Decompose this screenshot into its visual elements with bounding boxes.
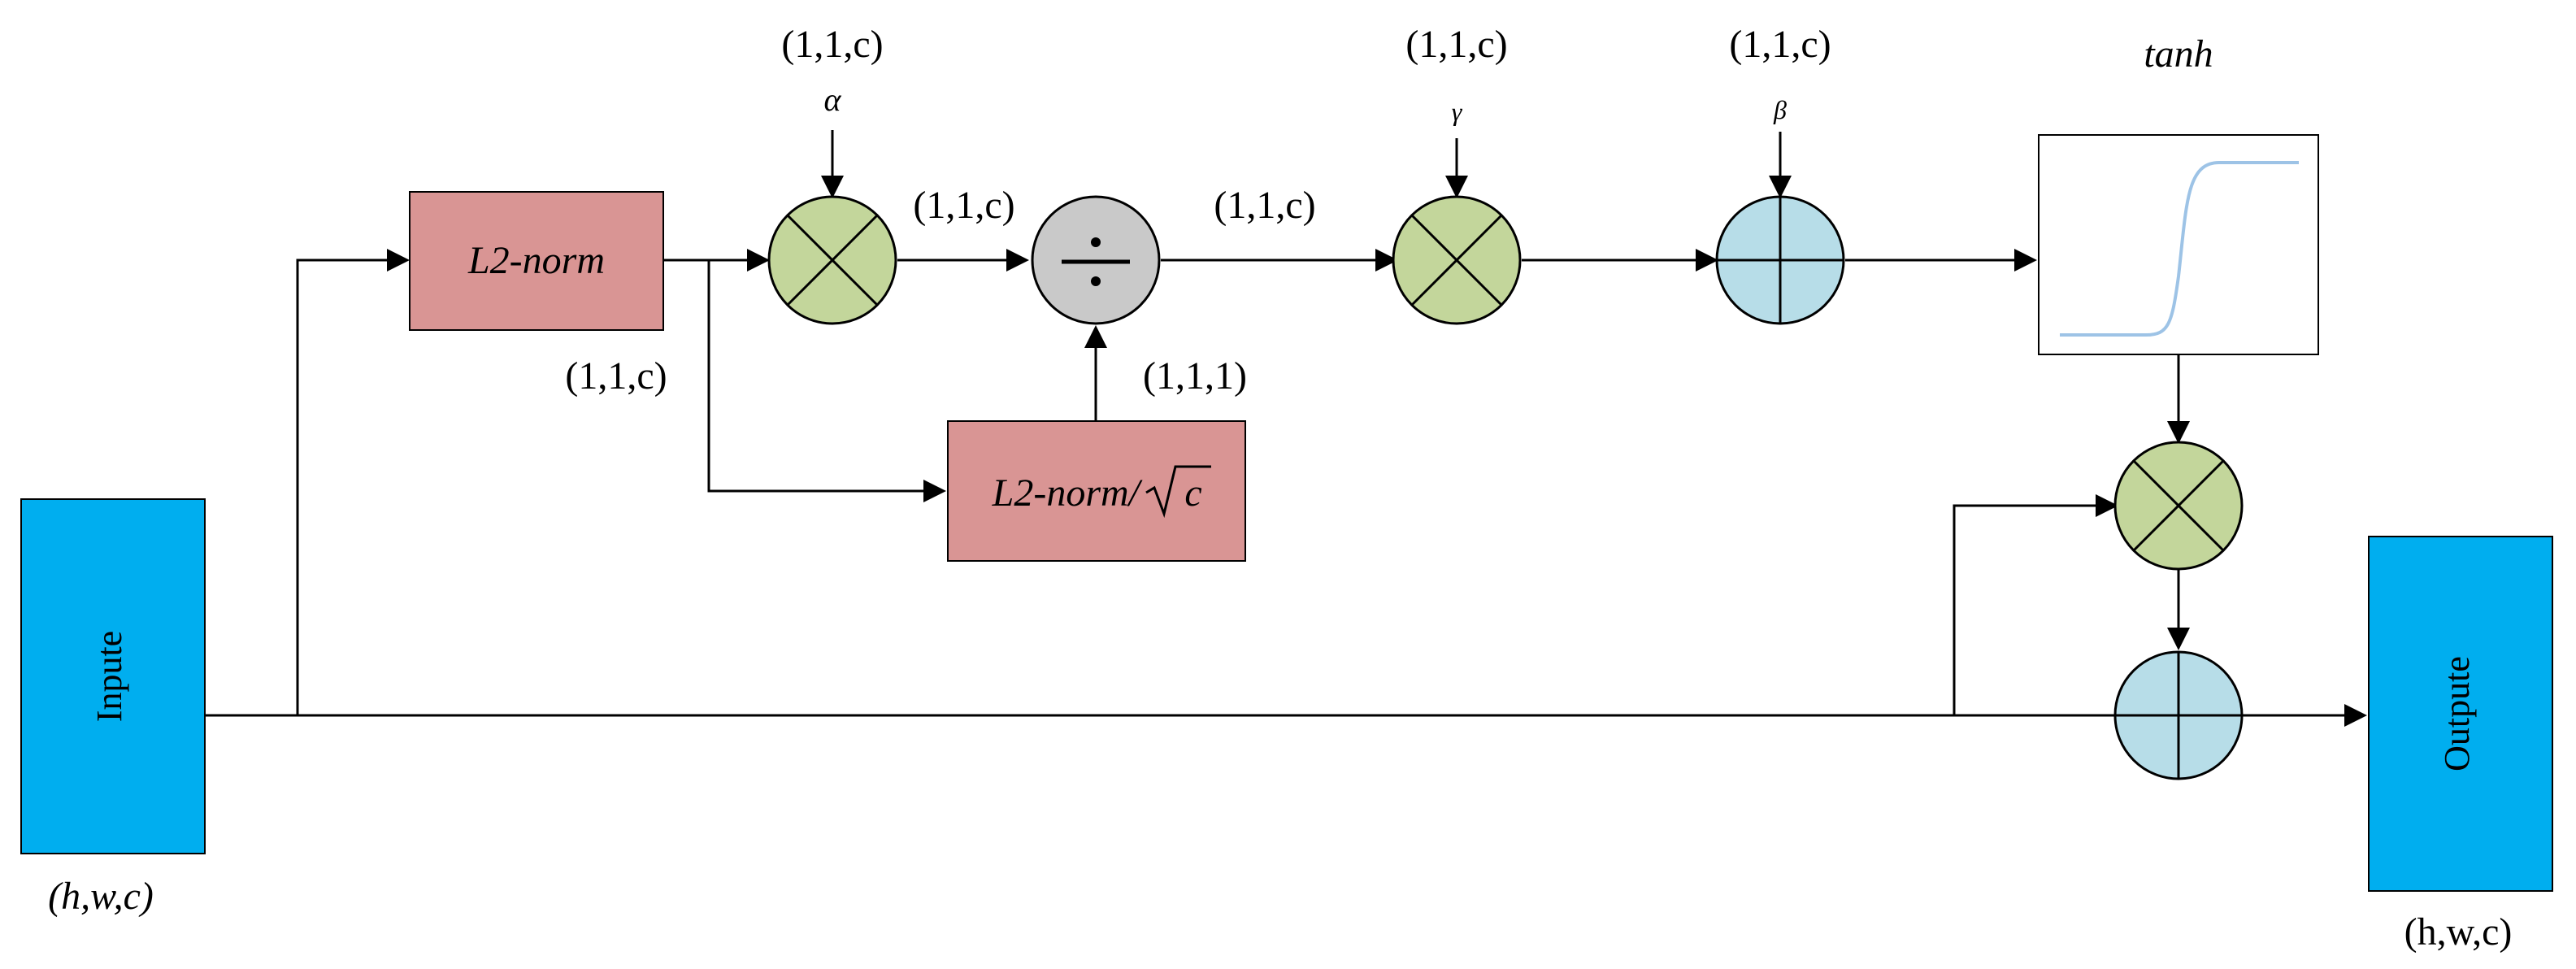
arrow-to-final-mult [2096,494,2118,517]
tanh-label: tanh [2144,33,2213,76]
divide-node [1031,195,1161,325]
gamma-shape-label: (1,1,c) [1405,23,1507,66]
final-multiply-node [2113,441,2244,571]
multiply-alpha-node [767,195,897,325]
sqrt-sign [1145,465,1211,519]
arrow-to-output [2344,704,2367,727]
arrow-gamma [1445,176,1468,198]
tanh-block [2038,134,2319,355]
output-block [2368,536,2553,892]
input-shape-label: (h,w,c) [48,875,154,918]
output-shape-label: (h,w,c) [2404,910,2513,954]
add-beta-node [1715,195,1845,325]
l2norm-sqrt-label: L2-norm/ [992,471,1143,515]
arrow-to-sqrt-block [923,480,946,502]
branch-to-final-mult-wire [1953,504,2096,715]
edge-label-l2norm-branch: (1,1,c) [565,354,667,398]
arrow-to-tanh [2014,249,2037,272]
arrow-alpha [821,176,844,198]
alpha-symbol: α [824,81,842,118]
l2norm-block [409,191,664,331]
arrow-to-add-beta [1696,249,1718,272]
gamma-symbol: γ [1452,97,1463,126]
arrow-to-mult-gamma [1375,249,1398,272]
multiply-gamma-node [1392,195,1522,325]
sqrt-argument: c [1184,471,1201,515]
l2norm-sqrt-block [947,420,1246,562]
beta-symbol: β [1773,95,1787,124]
arrow-to-divide [1006,249,1029,272]
arrow-to-mult-alpha [747,249,770,272]
output-label: Outpute [2437,656,2477,771]
arrow-beta [1769,176,1792,198]
beta-shape-label: (1,1,c) [1729,23,1831,66]
final-add-node [2113,650,2244,780]
branch-to-l2norm-wire [296,259,387,715]
input-block [20,498,206,854]
arrow-to-l2norm [387,249,410,272]
arrow-mult-to-add [2167,628,2190,650]
edge-label-sqrt-to-divide: (1,1,1) [1143,354,1247,398]
tanh-curve [2060,161,2299,337]
alpha-shape-label: (1,1,c) [781,23,883,66]
branch-to-sqrt-wire [707,260,923,493]
edge-label-after-divide: (1,1,c) [1214,184,1315,227]
edge-label-after-alpha-mult: (1,1,c) [913,184,1014,227]
l2norm-label: L2-norm [467,239,605,282]
input-label: Inpute [89,631,129,722]
arrow-tanh-to-mult [2167,421,2190,444]
arrow-sqrt-to-divide [1084,325,1107,348]
